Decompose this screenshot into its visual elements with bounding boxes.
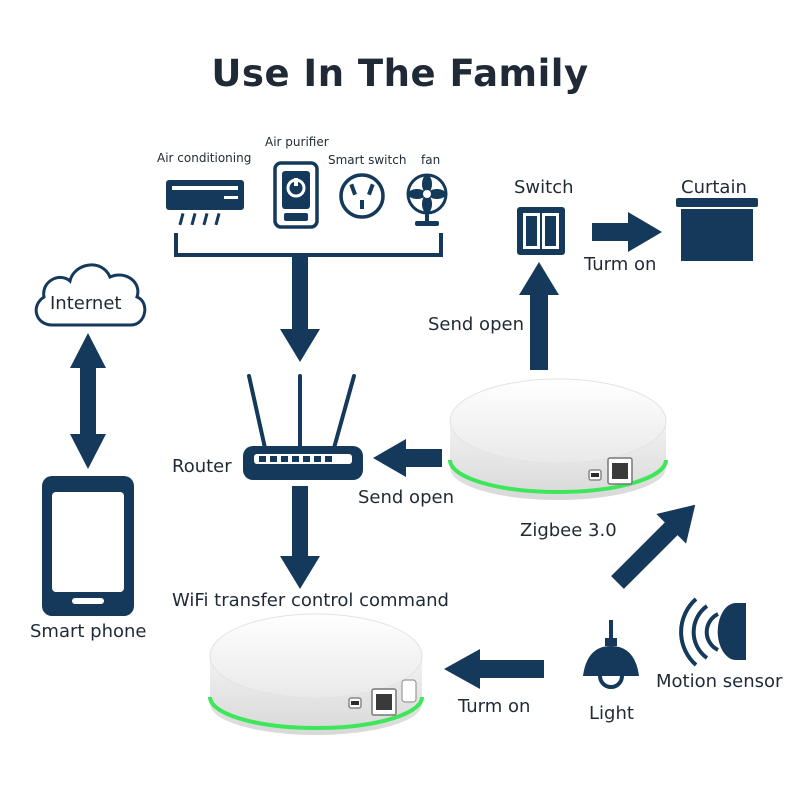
label-turn-on-bottom: Turm on — [458, 696, 531, 717]
arrow-sensor-to-zigbee — [611, 504, 696, 589]
zigbee-hub-image — [448, 378, 668, 500]
label-smart-phone: Smart phone — [30, 621, 147, 642]
label-internet: Internet — [50, 293, 122, 314]
arrow-zigbee-to-router — [373, 439, 442, 477]
motion-sensor-icon — [679, 597, 746, 667]
label-router: Router — [172, 456, 232, 477]
page-title: Use In The Family — [211, 52, 589, 95]
air-purifier-icon — [273, 161, 319, 229]
label-zigbee: Zigbee 3.0 — [520, 520, 617, 541]
label-wifi-transfer: WiFi transfer control command — [172, 590, 449, 611]
arrow-light-to-hub — [444, 649, 544, 689]
label-air-purifier: Air purifier — [265, 135, 329, 149]
label-switch: Switch — [514, 177, 574, 198]
label-turn-on-curtain: Turm on — [584, 254, 657, 275]
wall-switch-icon — [517, 207, 565, 255]
cloud-icon — [34, 263, 147, 327]
router-icon — [243, 374, 363, 480]
label-smart-switch: Smart switch — [328, 153, 407, 167]
air-conditioner-icon — [166, 180, 244, 226]
smart-phone-icon — [42, 476, 134, 616]
label-motion-sensor: Motion sensor — [656, 671, 783, 692]
label-fan: fan — [421, 153, 441, 167]
arrow-router-to-hub — [280, 486, 320, 589]
light-bulb-icon — [583, 620, 639, 689]
smart-switch-icon — [339, 173, 385, 219]
fan-icon — [406, 173, 448, 226]
arrow-down-to-router — [280, 257, 320, 362]
appliances-bracket — [174, 233, 443, 257]
label-light: Light — [589, 703, 634, 724]
label-air-conditioning: Air conditioning — [157, 151, 252, 165]
label-curtain: Curtain — [681, 177, 747, 198]
arrow-zigbee-to-switch — [519, 262, 559, 370]
label-send-open-left: Send open — [358, 487, 454, 508]
double-arrow-internet-phone — [70, 333, 106, 469]
wifi-hub-image — [208, 613, 424, 735]
arrow-switch-to-curtain — [592, 212, 662, 252]
label-send-open-up: Send open — [428, 314, 524, 335]
curtain-icon — [676, 198, 758, 261]
